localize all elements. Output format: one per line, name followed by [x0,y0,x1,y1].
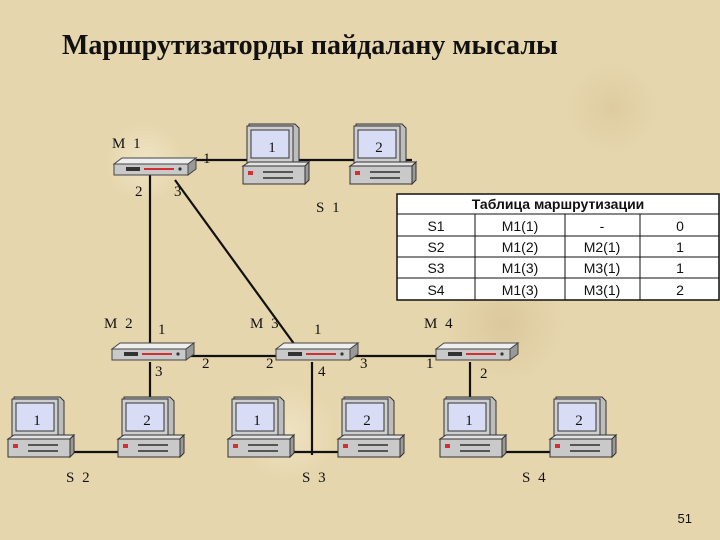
router-m2-label: М 2 [104,316,135,332]
routing-table-cell: S4 [427,282,444,298]
port-label: 1 [158,322,166,338]
page-number: 51 [677,511,692,526]
port-label: 2 [266,356,274,372]
port-label: 1 [203,151,211,167]
port-label: 3 [360,356,368,372]
router-m3-icon [275,342,359,361]
port-label: 2 [135,184,143,200]
computer-label: 1 [33,413,41,429]
port-label: 2 [480,366,488,382]
router-m1-icon [113,157,197,176]
routing-table-cell: S1 [427,218,444,234]
computer-label: 1 [253,413,261,429]
routing-table-cell: M2(1) [584,239,621,255]
router-m4-label: М 4 [424,316,455,332]
computer-s1-2-icon [349,123,417,185]
routing-table-cell: S3 [427,260,444,276]
routing-table-title: Таблица маршрутизации [472,196,645,212]
segment-s3-label: S 3 [302,470,328,486]
routing-table-cell: 1 [676,260,684,276]
routing-table-cell: 2 [676,282,684,298]
routing-table-cell: M1(3) [502,260,539,276]
routing-table-cell: M3(1) [584,282,621,298]
port-label: 3 [174,184,182,200]
router-m4-icon [435,342,519,361]
routing-table-cell: M1(2) [502,239,539,255]
routing-table: Таблица маршрутизации S1 M1(1) - 0S2 M1(2) M2… [396,193,720,301]
computer-s1-1-icon [242,123,310,185]
computer-label: 2 [143,413,151,429]
page-title: Маршрутизаторды пайдалану мысалы [62,30,558,61]
routing-table-cell: M3(1) [584,260,621,276]
routing-table-cell: 0 [676,218,684,234]
computer-s3-2-icon [337,396,405,458]
computer-label: 1 [465,413,473,429]
computer-s2-1-icon [7,396,75,458]
routing-table-cell: M1(1) [502,218,539,234]
computer-label: 2 [575,413,583,429]
segment-s2-label: S 2 [66,470,92,486]
router-m3-label: М 3 [250,316,281,332]
computer-label: 2 [375,140,383,156]
segment-s4-label: S 4 [522,470,548,486]
computer-s2-2-icon [117,396,185,458]
port-label: 3 [155,364,163,380]
computer-s3-1-icon [227,396,295,458]
port-label: 2 [202,356,210,372]
computer-label: 1 [268,140,276,156]
port-label: 1 [426,356,434,372]
router-m2-icon [111,342,195,361]
segment-s1-label: S 1 [316,200,342,216]
routing-table-cell: M1(3) [502,282,539,298]
router-m1-label: М 1 [112,136,143,152]
computer-s4-2-icon [549,396,617,458]
port-label: 1 [314,322,322,338]
routing-table-cell: S2 [427,239,444,255]
computer-label: 2 [363,413,371,429]
port-label: 4 [318,364,326,380]
routing-table-cell: 1 [676,239,684,255]
link-m1-m3 [174,179,301,353]
computer-s4-1-icon [439,396,507,458]
routing-table-cell: - [600,218,605,234]
